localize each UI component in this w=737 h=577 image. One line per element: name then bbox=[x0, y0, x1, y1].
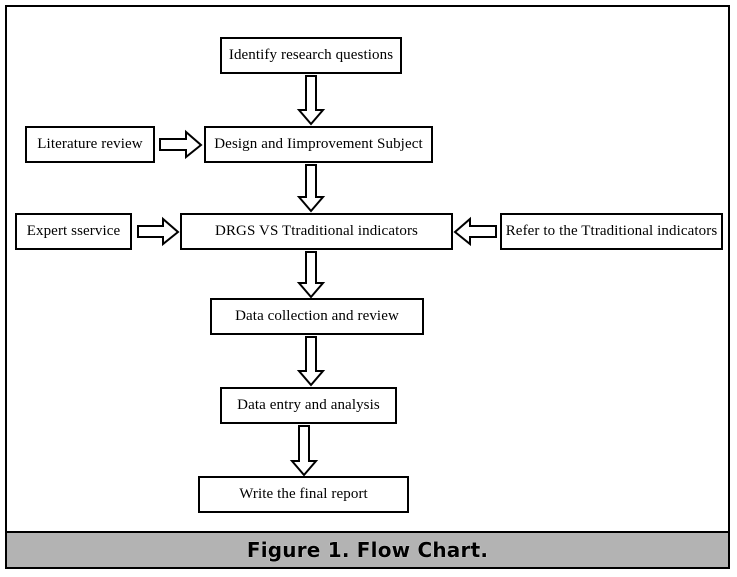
node-data-entry-and-analysis: Data entry and analysis bbox=[220, 387, 397, 424]
figure-caption-text: Figure 1. Flow Chart. bbox=[246, 538, 489, 562]
node-design-and-improvement-subject: Design and Iimprovement Subject bbox=[204, 126, 433, 163]
node-expert-service: Expert sservice bbox=[15, 213, 132, 250]
node-literature-review: Literature review bbox=[25, 126, 155, 163]
node-identify-research-questions: Identify research questions bbox=[220, 37, 402, 74]
node-drgs-vs-traditional-indicators: DRGS VS Ttraditional indicators bbox=[180, 213, 453, 250]
figure-outer-frame bbox=[5, 5, 730, 569]
figure-caption-bar: Figure 1. Flow Chart. bbox=[7, 531, 728, 567]
node-refer-to-the-traditional-indicators: Refer to the Ttraditional indicators bbox=[500, 213, 723, 250]
node-data-collection-and-review: Data collection and review bbox=[210, 298, 424, 335]
node-write-the-final-report: Write the final report bbox=[198, 476, 409, 513]
